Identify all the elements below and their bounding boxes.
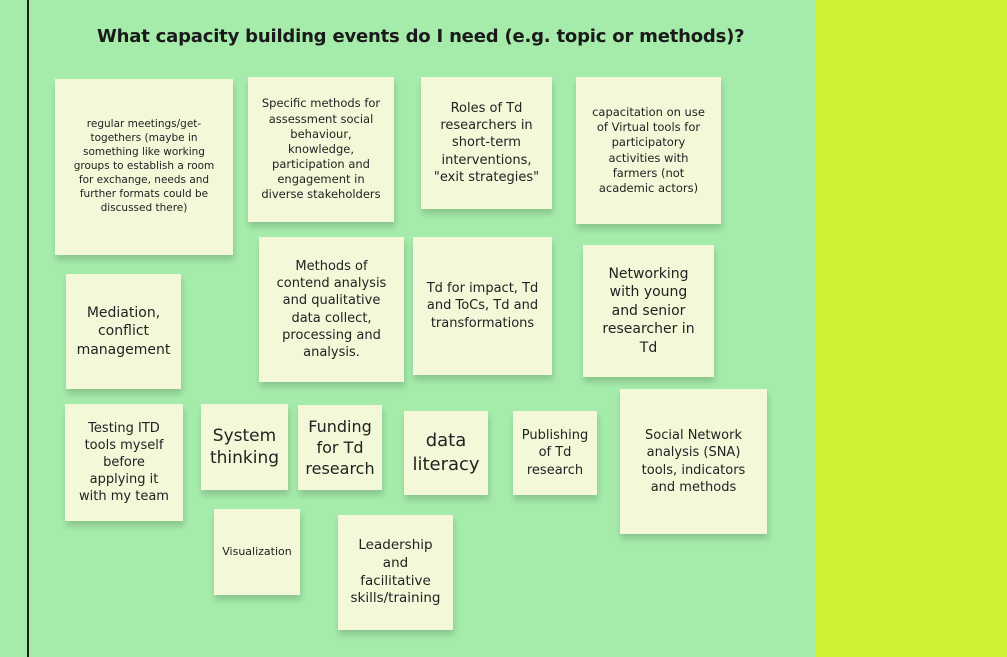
sticky-note-roles-td-researchers[interactable]: Roles of Td researchers in short-term in…	[421, 77, 552, 209]
sticky-note-text: regular meetings/get-togethers (maybe in…	[73, 118, 215, 214]
frame-border-line	[27, 0, 29, 657]
sticky-note-sna[interactable]: Social Network analysis (SNA) tools, ind…	[620, 389, 767, 534]
sticky-note-text: data literacy	[412, 430, 480, 475]
sticky-note-text: Leadership and facilitative skills/train…	[350, 536, 441, 607]
sticky-note-text: Methods of contend analysis and qualitat…	[276, 259, 387, 360]
sticky-note-text: Roles of Td researchers in short-term in…	[433, 101, 540, 185]
sticky-note-virtual-tools[interactable]: capacitation on use of Virtual tools for…	[576, 77, 721, 224]
sticky-note-networking[interactable]: Networking with young and senior researc…	[583, 245, 714, 377]
board-title: What capacity building events do I need …	[97, 26, 745, 47]
sticky-note-text: Social Network analysis (SNA) tools, ind…	[641, 428, 746, 495]
sticky-note-publishing[interactable]: Publishing of Td research	[513, 411, 597, 495]
sticky-note-text: Mediation, conflict management	[76, 304, 171, 358]
sticky-note-td-for-impact[interactable]: Td for impact, Td and ToCs, Td and trans…	[413, 237, 552, 375]
sticky-note-text: Testing ITD tools myself before applying…	[79, 420, 169, 505]
sticky-note-text: Networking with young and senior researc…	[602, 265, 695, 356]
sticky-note-regular-meetings[interactable]: regular meetings/get-togethers (maybe in…	[55, 79, 233, 255]
sticky-note-system-thinking[interactable]: System thinking	[201, 404, 288, 490]
sticky-note-text: Funding for Td research	[305, 416, 375, 479]
sticky-note-text: capacitation on use of Virtual tools for…	[592, 104, 705, 195]
sticky-note-mediation[interactable]: Mediation, conflict management	[66, 274, 181, 389]
sticky-note-specific-methods[interactable]: Specific methods for assessment social b…	[248, 77, 394, 222]
side-panel	[816, 0, 1007, 657]
sticky-note-content-analysis[interactable]: Methods of contend analysis and qualitat…	[259, 237, 404, 382]
sticky-note-text: Specific methods for assessment social b…	[261, 96, 381, 202]
sticky-note-visualization[interactable]: Visualization	[214, 509, 300, 595]
sticky-note-text: Visualization	[222, 544, 292, 558]
sticky-note-data-literacy[interactable]: data literacy	[404, 411, 488, 495]
sticky-note-text: Publishing of Td research	[521, 428, 589, 478]
sticky-note-text: Td for impact, Td and ToCs, Td and trans…	[426, 281, 539, 331]
sticky-note-text: System thinking	[209, 425, 280, 468]
sticky-note-leadership[interactable]: Leadership and facilitative skills/train…	[338, 515, 453, 630]
sticky-note-testing-itd-tools[interactable]: Testing ITD tools myself before applying…	[65, 404, 183, 521]
sticky-note-funding[interactable]: Funding for Td research	[298, 405, 382, 490]
